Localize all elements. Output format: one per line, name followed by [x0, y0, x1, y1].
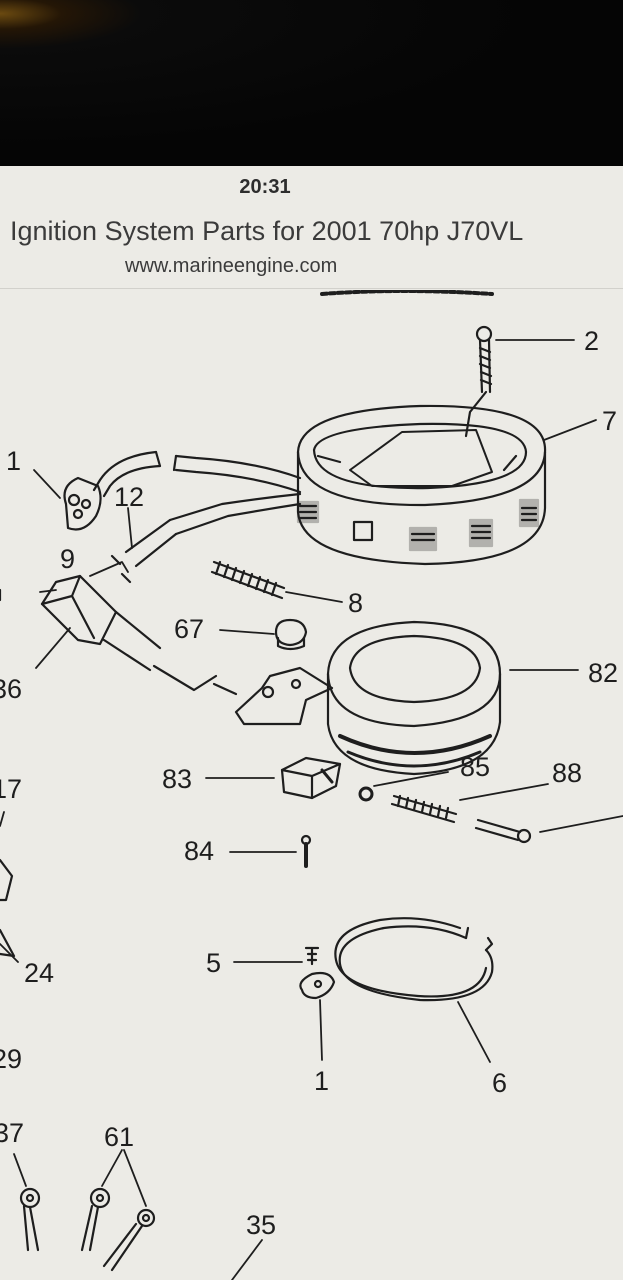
- spring-screw-part-88: [390, 794, 532, 844]
- parts-diagram: 1 2 5 6 7 8 9 12 17 24 29 35 36 37 61 67…: [0, 290, 623, 1280]
- callout-2: 2: [584, 326, 599, 356]
- stator-part-7: [296, 404, 547, 566]
- stator-wire-harness: [92, 450, 302, 584]
- page-title: Ignition System Parts for 2001 70hp J70V…: [10, 216, 524, 246]
- spring-part-8: [210, 560, 286, 600]
- callout-61: 61: [104, 1122, 134, 1152]
- callout-17: 17: [0, 774, 22, 804]
- callout-29: 29: [0, 1044, 22, 1074]
- connector-part-1: [63, 476, 102, 531]
- status-time: 20:31: [239, 176, 291, 198]
- callout-37: 37: [0, 1118, 24, 1148]
- retaining-ring-part-6: [334, 917, 494, 1002]
- callout-84: 84: [184, 836, 214, 866]
- screen: [0, 166, 623, 1280]
- grommet-part-67: [274, 618, 308, 651]
- callout-36: 36: [0, 674, 22, 704]
- title-divider: [0, 288, 623, 289]
- left-parts-partial: [0, 588, 16, 958]
- callout-1: 1: [6, 446, 21, 476]
- callout-5: 5: [206, 948, 221, 978]
- phone-bezel: [0, 0, 623, 170]
- pack-part-17: [40, 574, 238, 696]
- screw-part-2: [464, 325, 493, 438]
- screw-part-5: [304, 946, 320, 966]
- screw-part-84: [300, 834, 312, 868]
- callout-7: 7: [602, 406, 617, 436]
- callout-6: 6: [492, 1068, 507, 1098]
- callout-1-lower: 1: [314, 1066, 329, 1096]
- block-part-83: [280, 756, 342, 800]
- callout-labels: 1 2 5 6 7 8 9 12 17 24 29 35 36 37 61 67…: [0, 326, 618, 1240]
- nut-part-85: [358, 786, 374, 802]
- callout-83: 83: [162, 764, 192, 794]
- flywheel-edge: [320, 290, 494, 296]
- callout-88: 88: [552, 758, 582, 788]
- callout-9: 9: [60, 544, 75, 574]
- callout-67: 67: [174, 614, 204, 644]
- callout-85: 85: [460, 752, 490, 782]
- callout-35: 35: [246, 1210, 276, 1240]
- page-url[interactable]: www.marineengine.com: [125, 255, 338, 277]
- terminal-leads-37-61: [19, 1187, 156, 1272]
- callout-8: 8: [348, 588, 363, 618]
- callout-82: 82: [588, 658, 618, 688]
- leader-lines: [0, 339, 623, 1280]
- callout-12: 12: [114, 482, 144, 512]
- callout-24: 24: [24, 958, 54, 988]
- clip-part-1-lower: [299, 971, 336, 1000]
- sensor-coil-part-82: [234, 620, 502, 776]
